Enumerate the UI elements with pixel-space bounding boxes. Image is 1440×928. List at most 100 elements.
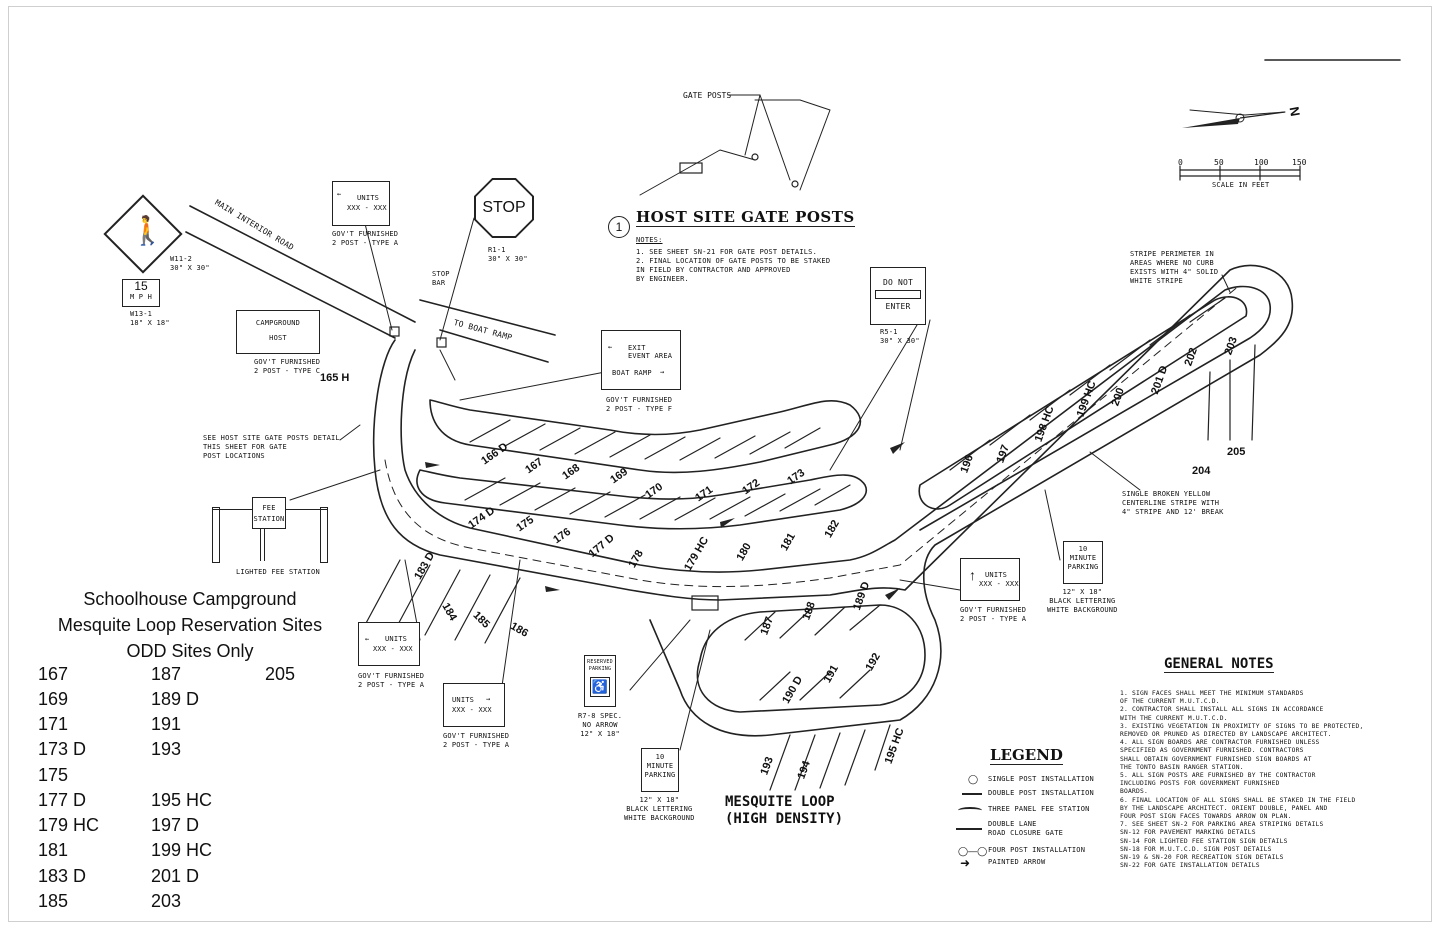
units-up-2: XXX - XXX	[979, 580, 1019, 588]
campground-host-sign: CAMPGROUND HOST	[236, 310, 320, 354]
pedestrian-icon: 🚶	[130, 215, 165, 246]
ten-min-b-3: PARKING	[644, 771, 676, 779]
do-not-enter-sign: DO NOT ENTER	[870, 267, 926, 325]
upper-island	[429, 399, 862, 474]
list-item: 205	[265, 664, 296, 684]
list-item: 189 D	[151, 689, 200, 709]
list-item: 195 HC	[151, 790, 213, 810]
spurs-bottom	[364, 344, 1256, 791]
reserved-2: PARKING	[588, 666, 612, 672]
units-lr-caption: GOV'T FURNISHED 2 POST - TYPE A	[443, 732, 510, 749]
ten-min-bottom-caption: 12" x 18" BLACK LETTERING WHITE BACKGROU…	[624, 796, 695, 822]
panel-title-line2: Mesquite Loop Reservation Sites	[57, 615, 323, 635]
left-arrow-icon: ←	[337, 190, 342, 198]
units-lr-2: XXX - XXX	[452, 706, 492, 714]
gate-posts-label: GATE POSTS	[683, 91, 732, 100]
leader-lines	[289, 94, 1286, 751]
list-item: 203	[151, 891, 182, 911]
list-item: 173 D	[38, 739, 87, 759]
units-lr-1: UNITS	[452, 696, 475, 704]
list-item: 197 D	[151, 815, 200, 835]
site-204: 204	[1192, 465, 1211, 477]
ll-left-arrow-icon: ←	[365, 635, 370, 643]
exit-boat-ramp-sign: ← EXIT EVENT AREA BOAT RAMP →	[601, 330, 681, 390]
reserved-caption: R7-8 SPEC. NO ARROW 12" x 18"	[578, 712, 623, 738]
scale-tick-0: 0	[1178, 158, 1183, 167]
legend-item-1: SINGLE POST INSTALLATION	[988, 775, 1094, 783]
fee-station-icon	[958, 807, 982, 814]
fee-station-drawing: FEE STATION	[212, 497, 328, 563]
host-gate-title: HOST SITE GATE POSTS	[636, 208, 855, 227]
stalls-lower	[744, 604, 881, 701]
gate-post-icons	[389, 153, 799, 611]
double-post-icon	[962, 793, 982, 795]
units-line2: XXX - XXX	[347, 204, 387, 212]
exit-right-arrow-icon: →	[660, 368, 665, 376]
stalls-middle	[464, 477, 851, 521]
host-sign-line2: HOST	[269, 334, 287, 342]
see-host-note: SEE HOST SITE GATE POSTS DETAIL THIS SHE…	[203, 434, 340, 460]
general-notes-title: GENERAL NOTES	[1164, 656, 1274, 673]
lr-right-arrow-icon: →	[486, 695, 491, 703]
painted-arrow-icons	[425, 442, 905, 600]
exit-line1: EXIT	[628, 344, 646, 352]
units-sign-lower-left: ← UNITS XXX - XXX	[358, 622, 420, 666]
dne-code: R5-1 30" x 30"	[880, 328, 920, 345]
units-sign-top: ← UNITS XXX - XXX	[332, 181, 390, 226]
ten-min-right-caption: 12" x 18" BLACK LETTERING WHITE BACKGROU…	[1047, 588, 1118, 614]
units-ll-1: UNITS	[385, 635, 408, 643]
yellow-line-note: SINGLE BROKEN YELLOW CENTERLINE STRIPE W…	[1122, 490, 1224, 516]
fee-station-sign: FEE STATION	[252, 497, 286, 529]
units-top-caption: GOV'T FURNISHED 2 POST - TYPE A	[332, 230, 399, 247]
dne-line1: DO NOT	[882, 278, 914, 287]
reservation-panel-title: Schoolhouse Campground Mesquite Loop Res…	[20, 586, 360, 664]
legend-item-6: PAINTED ARROW	[988, 858, 1046, 866]
legend-item-3: THREE PANEL FEE STATION	[988, 805, 1090, 813]
units-line1: UNITS	[357, 194, 380, 202]
legend-item-5: FOUR POST INSTALLATION	[988, 846, 1086, 854]
ten-min-r-2: MINUTE	[1069, 554, 1097, 562]
host-sign-line1: CAMPGROUND	[255, 319, 301, 327]
legend-item-2: DOUBLE POST INSTALLATION	[988, 789, 1094, 797]
reservation-site-list: 167 187 205 169 189 D 171 191 173 D 193 …	[0, 662, 340, 922]
ten-minute-sign-bottom: 10 MINUTE PARKING	[641, 748, 679, 792]
middle-island	[416, 469, 867, 530]
fee-line1: FEE	[262, 504, 276, 512]
stop-code: R1-1 30" x 30"	[488, 246, 528, 263]
ten-min-b-2: MINUTE	[646, 762, 674, 770]
fee-line2: STATION	[253, 515, 285, 523]
fee-station-caption: LIGHTED FEE STATION	[236, 568, 320, 576]
road-gate-icon	[956, 828, 982, 830]
list-item: 181	[38, 840, 69, 860]
boat-ramp-road-lower	[439, 329, 549, 363]
pedestrian-code: W11-2 30" x 30"	[170, 255, 210, 272]
reserved-parking-sign: RESERVED PARKING ♿	[584, 655, 616, 707]
main-road-edge-upper	[189, 205, 416, 323]
host-sign-caption: GOV'T FURNISHED 2 POST - TYPE C	[254, 358, 321, 375]
list-item: 169	[38, 689, 69, 709]
main-road-edge-lower	[185, 231, 396, 339]
speed-limit-sign: 15 M P H	[122, 279, 160, 307]
scale-tick-150: 150	[1292, 158, 1307, 167]
list-item: 191	[151, 714, 182, 734]
dne-bar-icon	[875, 290, 921, 299]
painted-arrow-legend-icon: ➜	[960, 856, 971, 870]
loop-title-2: (HIGH DENSITY)	[725, 811, 844, 827]
speed-number: 15	[134, 279, 148, 293]
list-item: 183 D	[38, 866, 87, 886]
units-ll-caption: GOV'T FURNISHED 2 POST - TYPE A	[358, 672, 425, 689]
units-ll-2: XXX - XXX	[373, 645, 413, 653]
stop-bar-label: STOP BAR	[432, 270, 450, 287]
scale-tick-50: 50	[1214, 158, 1224, 167]
four-post-icon: ◯—◯	[958, 846, 988, 856]
list-item: 201 D	[151, 866, 200, 886]
loop-inner-road-a	[400, 285, 1272, 573]
list-item: 179 HC	[38, 815, 100, 835]
site-165: 165 H	[320, 372, 350, 384]
exit-left-arrow-icon: ←	[608, 343, 613, 351]
boat-ramp-road-upper	[419, 299, 556, 336]
loop-outer-road	[372, 264, 1294, 737]
exit-caption: GOV'T FURNISHED 2 POST - TYPE F	[606, 396, 673, 413]
list-item: 167	[38, 664, 69, 684]
scale-label: SCALE IN FEET	[1212, 181, 1270, 189]
